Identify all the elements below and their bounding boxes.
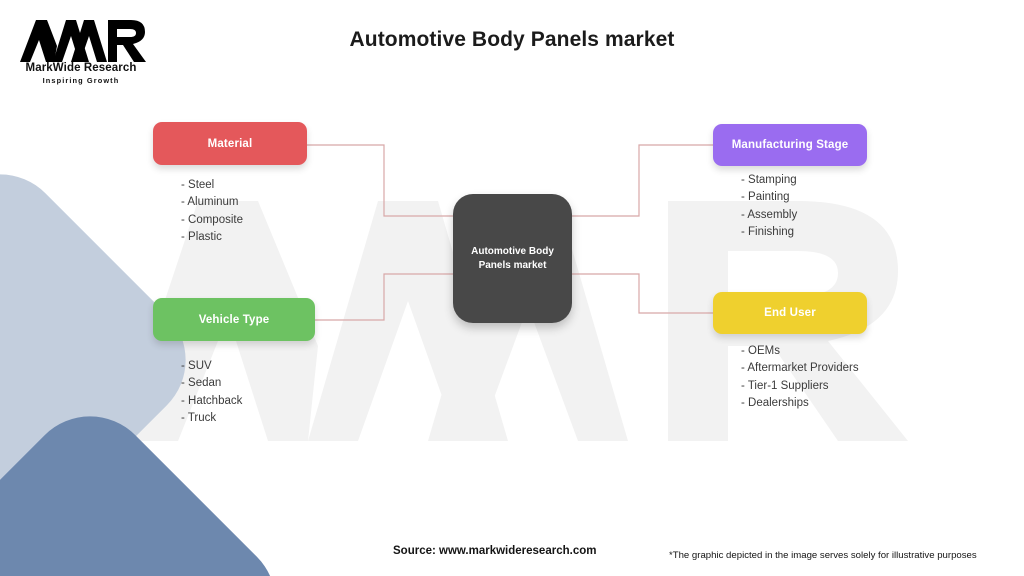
source-label: Source: www.markwideresearch.com xyxy=(393,545,597,557)
logo-brand-name: MarkWide Research xyxy=(25,62,137,74)
branch-node-material[interactable]: Material xyxy=(153,122,307,165)
list-item: - SUV xyxy=(181,360,212,372)
branch-node-manufacturing-stage[interactable]: Manufacturing Stage xyxy=(713,124,867,166)
list-item: - Aluminum xyxy=(181,196,239,209)
connector-material xyxy=(307,144,453,217)
connector-end-user xyxy=(572,273,713,314)
branch-node-end-user[interactable]: End User xyxy=(713,292,867,334)
branch-node-material-label: Material xyxy=(207,137,253,150)
list-item: - Truck xyxy=(181,412,217,425)
list-item: - OEMs xyxy=(741,345,780,357)
connector-manufacturing-stage xyxy=(572,144,713,217)
list-item: - Steel xyxy=(181,179,215,191)
list-item: - Painting xyxy=(741,191,790,204)
connector-vehicle-type xyxy=(315,273,453,321)
branch-items-end-user: - OEMs - Aftermarket Providers - Tier-1 … xyxy=(741,343,859,413)
list-item: - Aftermarket Providers xyxy=(741,362,859,375)
branch-node-manufacturing-stage-label: Manufacturing Stage xyxy=(731,139,849,151)
disclaimer-note: *The graphic depicted in the image serve… xyxy=(669,550,977,561)
list-item: - Assembly xyxy=(741,208,798,221)
logo-tagline: Inspiring Growth xyxy=(42,76,120,85)
brand-logo: MarkWide Research Inspiring Growth xyxy=(16,18,146,90)
center-node-label: Automotive Body Panels market xyxy=(471,245,554,271)
list-item: - Plastic xyxy=(181,231,222,244)
decorative-shape-dark xyxy=(0,389,303,576)
list-item: - Tier-1 Suppliers xyxy=(741,379,829,392)
mwr-logo-icon xyxy=(20,20,146,62)
list-item: - Finishing xyxy=(741,226,795,239)
page-title: Automotive Body Panels market xyxy=(349,28,675,51)
branch-node-vehicle-type-label: Vehicle Type xyxy=(198,313,270,326)
center-node[interactable]: Automotive Body Panels market xyxy=(453,194,572,323)
list-item: - Composite xyxy=(181,213,243,226)
list-item: - Sedan xyxy=(181,377,222,390)
list-item: - Hatchback xyxy=(181,394,243,407)
branch-items-vehicle-type: - SUV - Sedan - Hatchback - Truck xyxy=(181,358,242,428)
branch-node-end-user-label: End User xyxy=(764,307,816,319)
branch-node-vehicle-type[interactable]: Vehicle Type xyxy=(153,298,315,341)
branch-items-manufacturing-stage: - Stamping - Painting - Assembly - Finis… xyxy=(741,172,797,242)
list-item: - Dealerships xyxy=(741,397,809,410)
branch-items-material: - Steel - Aluminum - Composite - Plastic xyxy=(181,177,243,247)
list-item: - Stamping xyxy=(741,174,797,186)
